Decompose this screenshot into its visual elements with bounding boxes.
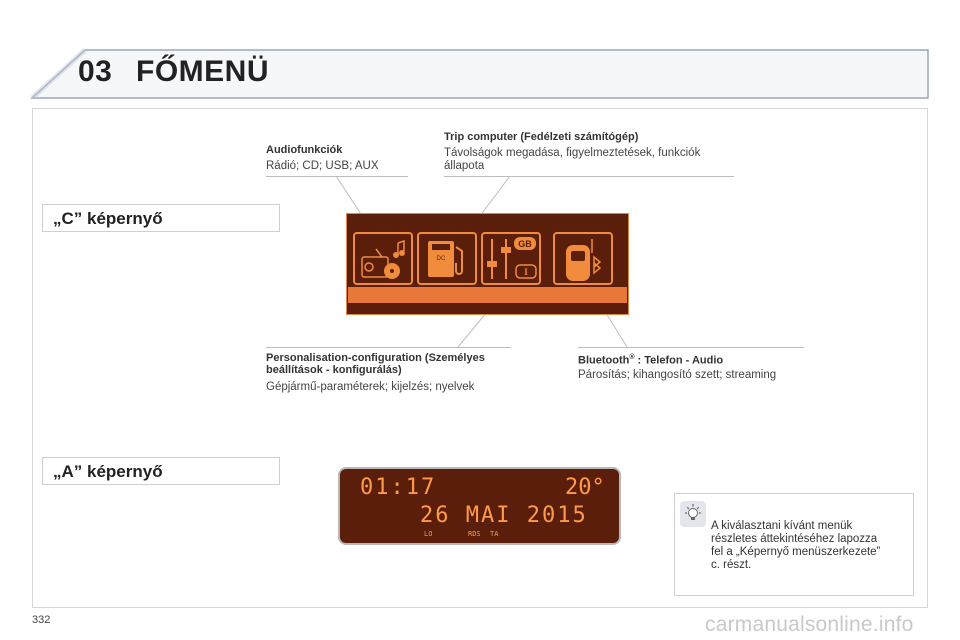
trip-title: Trip computer (Fedélzeti számítógép): [444, 131, 639, 143]
chapter-number: 03: [78, 55, 113, 88]
c-screen-heading: „C” képernyő: [42, 204, 280, 232]
audio-menu-tile: [353, 232, 413, 285]
svg-text:DC: DC: [437, 256, 446, 262]
bluetooth-title-suffix: : Telefon - Audio: [634, 354, 724, 367]
personal-rule: [266, 347, 511, 348]
bluetooth-title-text: Bluetooth: [578, 354, 630, 367]
note-line-1: A kiválasztani kívánt menük: [711, 520, 853, 532]
status-ta: TA: [490, 530, 499, 538]
page-number: 332: [32, 614, 51, 626]
fuel-icon: DC: [428, 241, 463, 277]
note-box: A kiválasztani kívánt menük részletes át…: [674, 493, 914, 596]
audio-rule: [266, 176, 408, 177]
temperature-readout: 20°: [565, 475, 605, 500]
settings-icon: GB I: [487, 237, 537, 279]
watermark: carmanualsonline.info: [705, 613, 914, 636]
audio-icon: [361, 239, 405, 279]
trip-desc-2: állapota: [444, 160, 485, 172]
svg-text:GB: GB: [518, 239, 532, 249]
page-title: FŐMENÜ: [136, 55, 269, 88]
status-lo: LO: [424, 530, 433, 538]
bluetooth-rule: [578, 347, 804, 348]
settings-menu-tile: [481, 232, 541, 285]
note-line-2: részletes áttekintéséhez lapozza: [711, 533, 878, 545]
lightbulb-icon: [680, 501, 706, 527]
menu-selection-bar: [348, 287, 627, 303]
bluetooth-title: Bluetooth® : Telefon - Audio: [578, 352, 723, 367]
date-readout: 26 MAI 2015: [420, 503, 588, 528]
content-frame: [32, 108, 928, 608]
bluetooth-menu-tile: [553, 232, 613, 285]
trip-menu-tile: [417, 232, 477, 285]
personal-title-2: beállítások - konfigurálás): [266, 364, 402, 376]
note-line-4: c. részt.: [711, 559, 752, 571]
clock-readout: 01:17: [360, 475, 437, 500]
personal-title-1: Personalisation-configuration (Személyes: [266, 352, 485, 364]
header-frame: [30, 48, 929, 100]
bluetooth-desc: Párosítás; kihangosító szett; streaming: [578, 369, 777, 381]
trip-rule: [444, 176, 734, 177]
a-screen-display: 01:17 20° 26 MAI 2015 LO RDS TA: [338, 467, 621, 545]
svg-text:I: I: [524, 267, 528, 277]
a-screen-heading: „A” képernyő: [42, 457, 280, 485]
c-screen-display: DC GB I: [346, 213, 629, 315]
trip-desc-1: Távolságok megadása, figyelmeztetések, f…: [444, 147, 701, 159]
registered-mark: ®: [629, 354, 635, 361]
note-line-3: fel a „Képernyő menüszerkezete”: [711, 546, 881, 558]
phone-icon: [566, 239, 602, 281]
personal-desc: Gépjármű-paraméterek; kijelzés; nyelvek: [266, 381, 475, 393]
status-rds: RDS: [468, 530, 481, 538]
audio-desc: Rádió; CD; USB; AUX: [266, 160, 379, 172]
audio-title: Audiofunkciók: [266, 144, 343, 156]
